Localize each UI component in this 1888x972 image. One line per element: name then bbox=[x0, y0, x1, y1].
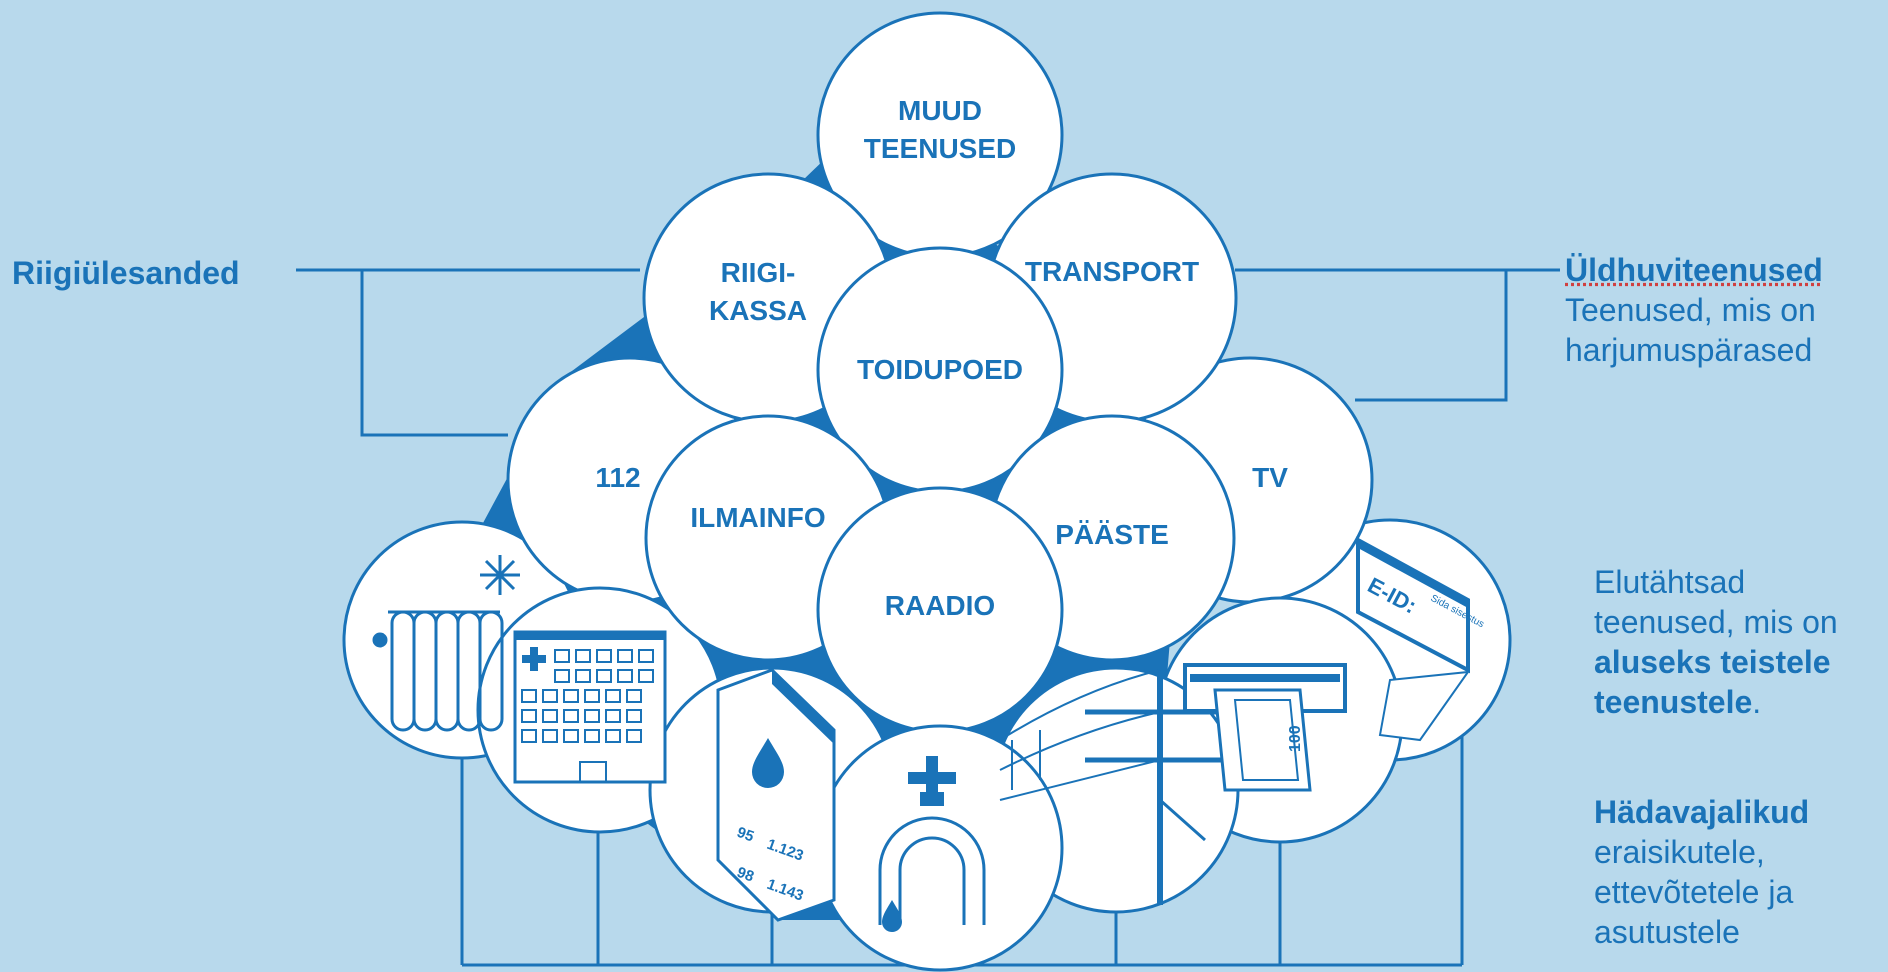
circle-label-ilmainfo: ILMAINFO bbox=[690, 502, 826, 533]
right-mid-line2: teenused, mis on bbox=[1594, 604, 1838, 640]
circle-label-raadio: RAADIO bbox=[884, 590, 996, 621]
banknote-value: 100 bbox=[1287, 725, 1304, 752]
hadavajalikud-label: Hädavajalikud bbox=[1594, 794, 1810, 830]
circle-label-paaste: PÄÄSTE bbox=[1055, 519, 1169, 550]
right-mid-line3: aluseks teistele bbox=[1594, 644, 1831, 680]
right-bracket bbox=[1235, 268, 1560, 402]
circle-label-muud: MUUD TEENUSED bbox=[864, 92, 1016, 168]
right-bottom-line4: asutustele bbox=[1594, 914, 1740, 950]
muud-line1: MUUD bbox=[898, 95, 982, 126]
uldhuviteenused-title: Üldhuviteenused bbox=[1565, 252, 1823, 288]
circle-label-transport: TRANSPORT bbox=[1024, 256, 1200, 287]
right-mid-period: . bbox=[1752, 684, 1762, 720]
left-label: Riigiülesanded bbox=[12, 253, 240, 293]
radiator-snowflake-icon bbox=[372, 555, 520, 732]
e-id-laptop-icon: E-ID: Sida sisestus bbox=[1356, 536, 1486, 742]
muud-line2: TEENUSED bbox=[863, 133, 1017, 164]
left-bracket bbox=[296, 268, 640, 437]
water-tap-icon bbox=[878, 756, 986, 932]
riigiulesanded-label: Riigiülesanded bbox=[12, 255, 240, 291]
fuel-price-sign-icon: 95 1.123 98 1.143 bbox=[716, 668, 836, 922]
circle-label-toidupoed: TOIDUPOED bbox=[857, 354, 1023, 385]
right-mid-line4: teenustele bbox=[1594, 684, 1753, 720]
fuel-grade-98: 98 bbox=[735, 864, 756, 886]
circle-label-riigikassa: RIIGI- KASSA bbox=[709, 254, 807, 330]
circle-water bbox=[816, 724, 1064, 972]
right-bottom-label: Hädavajalikud eraisikutele, ettevõtetele… bbox=[1594, 792, 1809, 952]
right-bottom-line2: eraisikutele, bbox=[1594, 834, 1765, 870]
fuel-grade-95: 95 bbox=[735, 824, 756, 846]
hospital-building-icon bbox=[513, 630, 667, 784]
riigikassa-line1: RIIGI- bbox=[720, 257, 796, 288]
right-top-label: Üldhuviteenused Teenused, mis on harjumu… bbox=[1565, 250, 1823, 370]
right-mid-line1: Elutähtsad bbox=[1594, 564, 1746, 600]
circle-label-112: 112 bbox=[595, 462, 641, 493]
atm-banknote-icon: 100 bbox=[1183, 663, 1347, 792]
right-top-line2: harjumuspärased bbox=[1565, 332, 1813, 368]
right-mid-label: Elutähtsad teenused, mis on aluseks teis… bbox=[1594, 562, 1838, 722]
right-top-line1: Teenused, mis on bbox=[1565, 292, 1816, 328]
riigikassa-line2: KASSA bbox=[708, 295, 808, 326]
right-bottom-line3: ettevõtetele ja bbox=[1594, 874, 1794, 910]
circle-label-tv: TV bbox=[1252, 462, 1288, 493]
